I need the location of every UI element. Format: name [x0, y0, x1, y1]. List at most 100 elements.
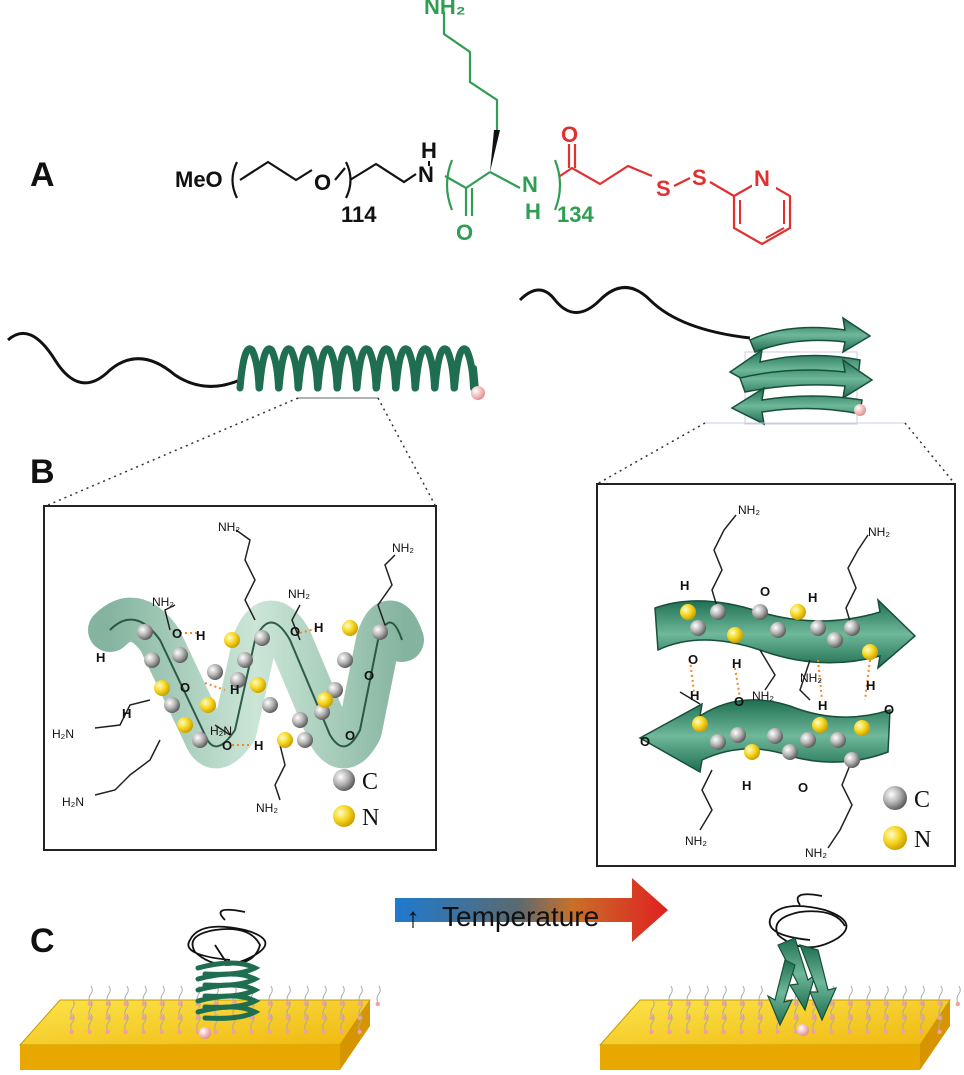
panel-label-c: C [30, 922, 55, 960]
linker-carbonyl-o: O [561, 122, 578, 147]
brush-chain [196, 1013, 201, 1032]
up-arrow-glyph: ↑ [406, 902, 420, 933]
brush-chain [812, 1013, 817, 1032]
brush-chain [686, 985, 691, 1004]
sulfur-1: S [656, 176, 671, 201]
carbon-atom [164, 697, 180, 713]
brush-chain [286, 985, 291, 1004]
brush-bead [105, 1029, 110, 1035]
brush-bead [667, 1015, 672, 1021]
brush-bead [321, 1029, 326, 1035]
brush-bead [811, 1029, 816, 1035]
brush-chain [340, 999, 345, 1018]
helix-legend-c: C [362, 769, 378, 795]
brush-bead [667, 1029, 672, 1035]
brush-bead [649, 1015, 654, 1021]
helix-o-2: O [180, 680, 190, 695]
helix-legend-carbon-swatch [333, 769, 355, 791]
brush-bead [375, 1001, 380, 1007]
brush-bead [339, 1029, 344, 1035]
helix-coil-end [471, 365, 479, 393]
brush-bead [937, 1029, 942, 1035]
brush-bead [919, 1015, 924, 1021]
brush-bead [285, 1029, 290, 1035]
brush-bead [159, 1029, 164, 1035]
brush-bead [901, 1001, 906, 1007]
brush-chain [304, 999, 309, 1018]
brush-chain [70, 1013, 75, 1032]
brush-bead [721, 1001, 726, 1007]
helix-terminal-bead [471, 386, 485, 400]
brush-chain [268, 999, 273, 1018]
brush-chain [920, 985, 925, 1004]
brush-chain [902, 985, 907, 1004]
brush-chain [142, 985, 147, 1004]
sheet-legend-n: N [914, 827, 931, 853]
brush-chain [884, 1013, 889, 1032]
amide-h-right: H [525, 199, 541, 224]
brush-bead [267, 1015, 272, 1021]
brush-chain [740, 999, 745, 1018]
brush-bead [177, 1029, 182, 1035]
helix-nh2-1: NH₂ [218, 520, 240, 534]
carbon-atom [337, 652, 353, 668]
sheet-h-5: H [690, 688, 699, 703]
peg-repeat-count: 114 [341, 202, 377, 227]
peg-oxygen-label: O [314, 170, 331, 195]
helix-coil [256, 345, 282, 392]
helix-h2n-3: H₂N [210, 724, 232, 738]
brush-bead [357, 1029, 362, 1035]
brush-chain [722, 985, 727, 1004]
brush-bead [739, 1001, 744, 1007]
brush-chain [358, 999, 363, 1018]
brush-bead [69, 1029, 74, 1035]
brush-bead [865, 1001, 870, 1007]
brush-bead [937, 1001, 942, 1007]
brush-chain [938, 999, 943, 1018]
brush-chain [920, 1013, 925, 1032]
brush-bead [141, 1015, 146, 1021]
brush-chain [160, 1013, 165, 1032]
brush-bead [321, 1001, 326, 1007]
sheet-nh2-6: NH₂ [805, 846, 827, 860]
sheet-nh2-3: NH₂ [752, 689, 774, 703]
carbon-atom [710, 734, 726, 750]
nitrogen-atom [744, 744, 760, 760]
nitrogen-atom [342, 620, 358, 636]
brush-bead [159, 1001, 164, 1007]
brush-bead [141, 1001, 146, 1007]
brush-chain [322, 985, 327, 1004]
carbon-atom [810, 620, 826, 636]
brush-bead [829, 1029, 834, 1035]
carbon-atom [237, 652, 253, 668]
brush-bead [69, 1015, 74, 1021]
helix-coil [373, 345, 399, 392]
helix-coil [392, 345, 419, 392]
brush-bead [303, 1001, 308, 1007]
brush-chain [304, 1013, 309, 1032]
pyridine-n: N [754, 166, 770, 191]
brush-chain [848, 1013, 853, 1032]
brush-bead [339, 1001, 344, 1007]
brush-bead [919, 1001, 924, 1007]
brush-bead [87, 1029, 92, 1035]
brush-chain [938, 1013, 943, 1032]
helix-h-1: H [96, 650, 105, 665]
helix-coil [412, 345, 438, 392]
sheet-detail-box: NH₂ NH₂ NH₂ NH₂ NH₂ NH₂ H H H H H H H O … [596, 483, 956, 867]
helix-nh2-2: NH₂ [152, 595, 174, 609]
sheet-h-4: H [866, 678, 875, 693]
brush-bead [865, 1015, 870, 1021]
helix-h-2: H [196, 628, 205, 643]
brush-bead [285, 1015, 290, 1021]
brush-chain [794, 1013, 799, 1032]
nitrogen-atom [317, 692, 333, 708]
nitrogen-atom [224, 632, 240, 648]
brush-chain [286, 1013, 291, 1032]
brush-bead [123, 1001, 128, 1007]
brush-chain [866, 999, 871, 1018]
carbon-atom [327, 682, 343, 698]
nitrogen-atom [200, 697, 216, 713]
brush-chain [322, 999, 327, 1018]
helix-o-4: O [290, 624, 300, 639]
